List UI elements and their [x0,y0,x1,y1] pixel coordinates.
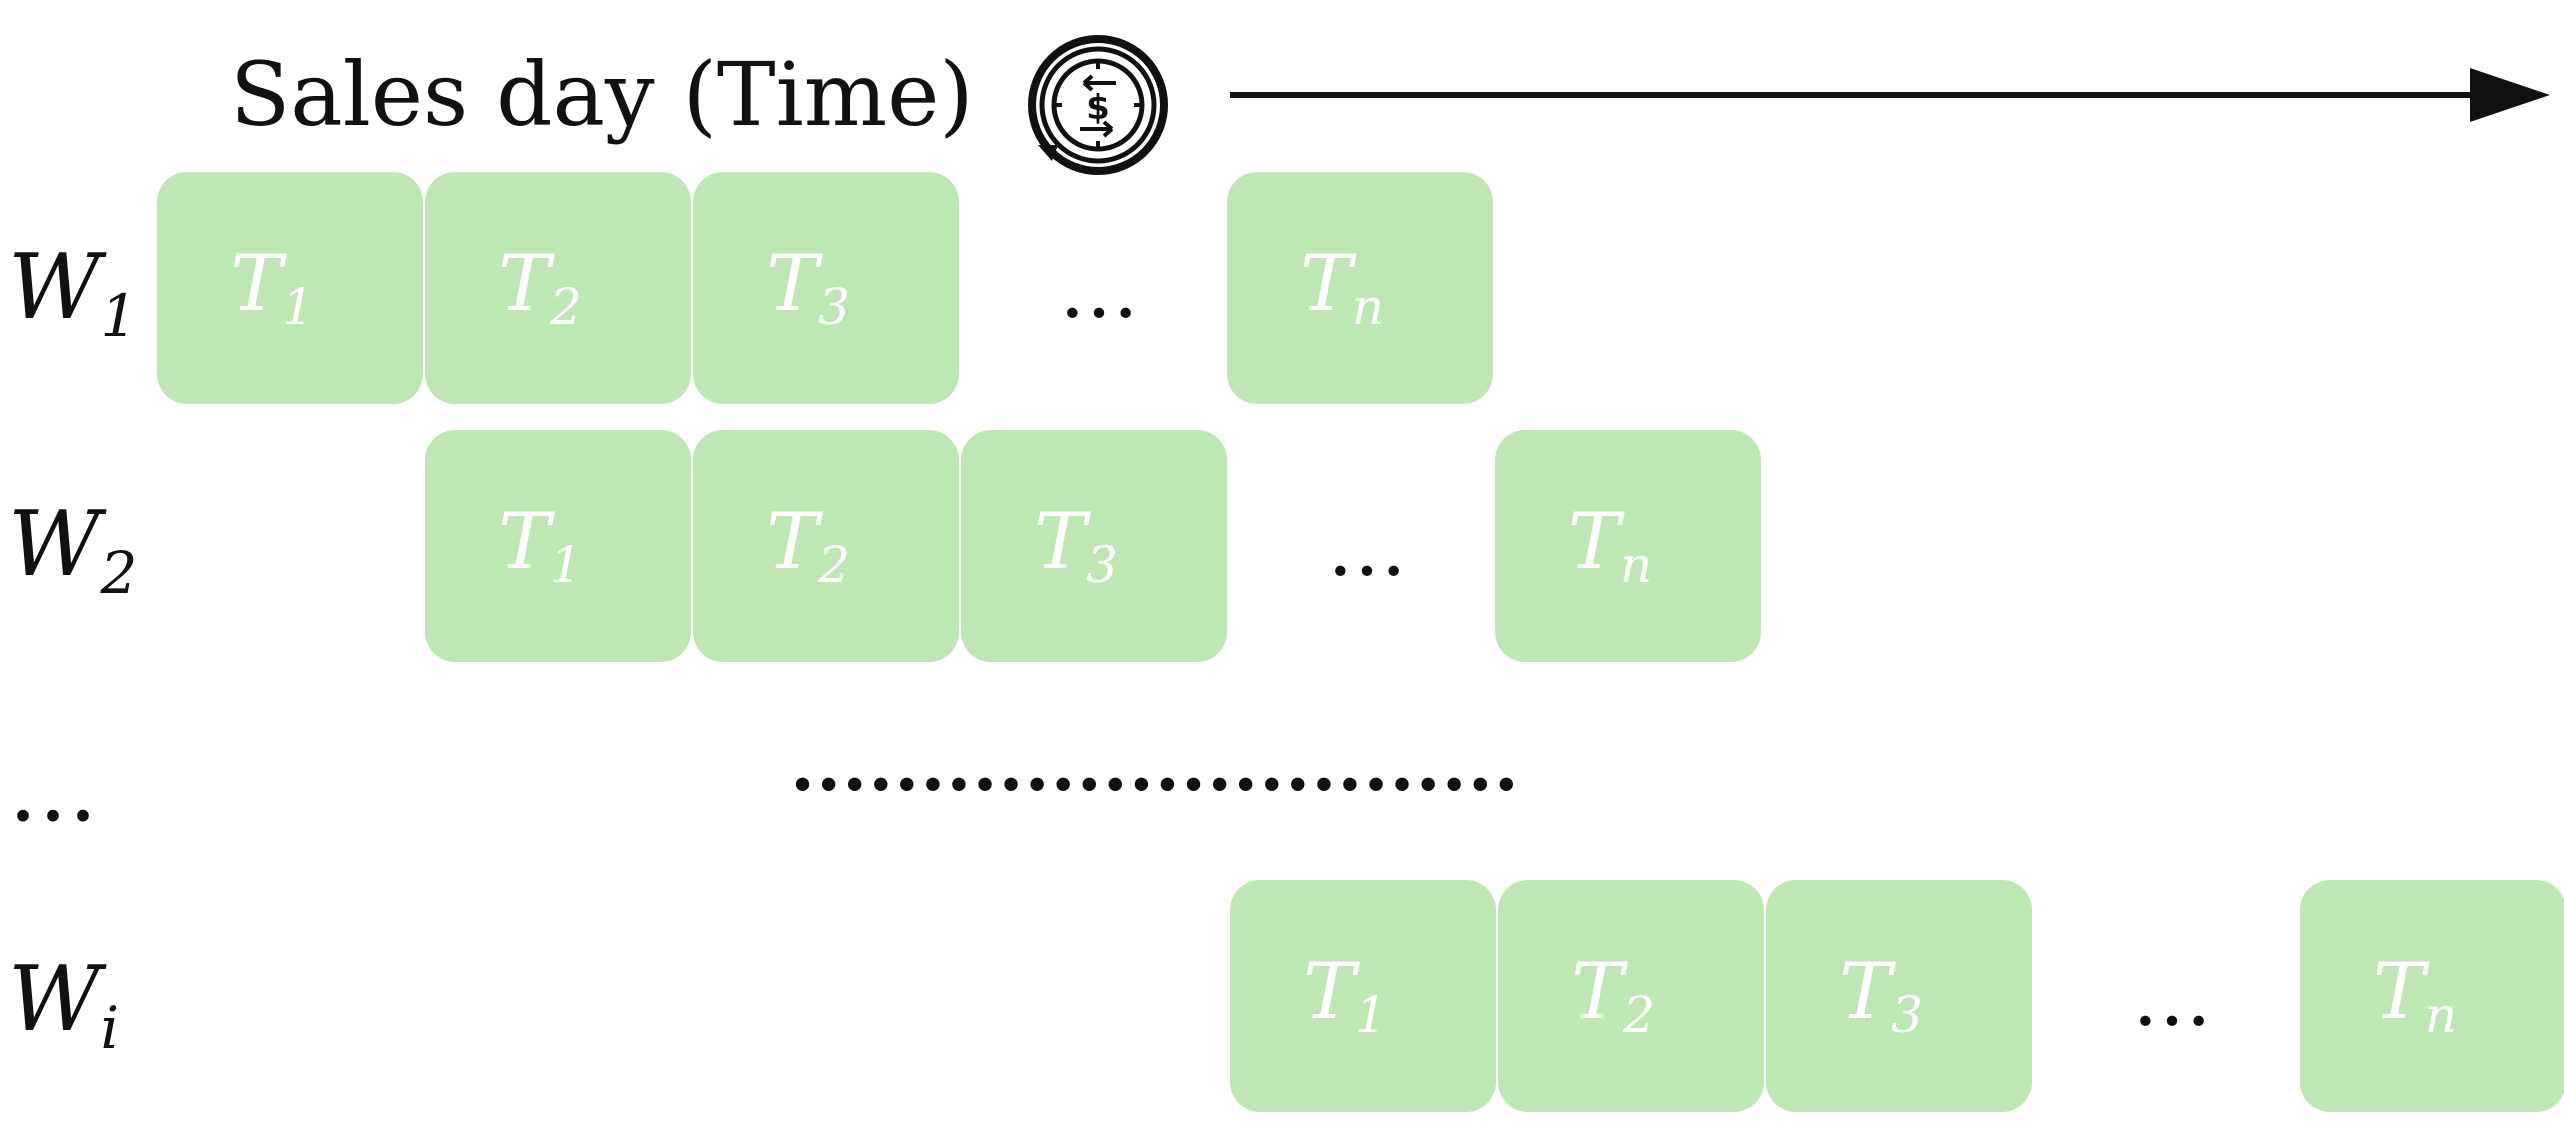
time-step-label: T2 [766,497,850,594]
row-label: W2 [8,492,137,607]
time-step-label: T3 [766,239,850,336]
time-arrow [1230,68,2550,122]
svg-text:$: $ [1086,88,1110,128]
time-step-label: Tn [2373,947,2457,1044]
time-step-box [1230,880,1496,1112]
time-step-box [1495,430,1761,662]
row-label: Wi [8,947,119,1062]
time-step-label: T3 [1034,497,1118,594]
ellipsis-row: ............................ [790,722,1520,807]
time-step-box [961,430,1227,662]
time-step-label: T1 [230,239,314,336]
time-step-label: T2 [498,239,582,336]
time-step-box [1227,172,1493,404]
time-step-box [2300,880,2564,1112]
time-step-label: T1 [498,497,582,594]
time-step-label: Tn [1568,497,1652,594]
time-step-label: Tn [1300,239,1384,336]
time-step-box [425,430,691,662]
clock-dollar-icon: $ [1028,35,1168,175]
box-ellipsis: … [2132,951,2212,1044]
time-step-box [157,172,423,404]
time-step-label: T1 [1303,947,1387,1044]
box-ellipsis: … [1327,501,1407,594]
box-ellipsis: … [1059,243,1139,336]
time-step-label: T3 [1839,947,1923,1044]
time-step-label: T2 [1571,947,1655,1044]
time-step-box [425,172,691,404]
time-step-box [693,172,959,404]
time-step-box [1766,880,2032,1112]
row-label: … [8,737,98,842]
time-step-box [1498,880,1764,1112]
row-label: W1 [8,235,137,350]
diagram-title: Sales day (Time) [230,43,974,146]
time-step-box [693,430,959,662]
